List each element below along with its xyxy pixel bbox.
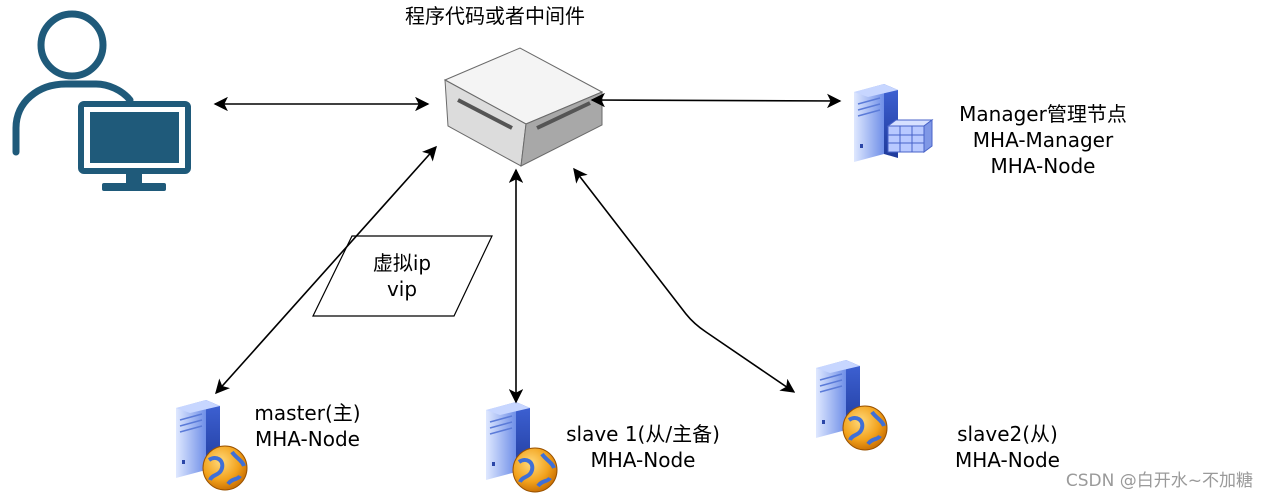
database-server-icon — [853, 83, 934, 163]
middleware-title: 程序代码或者中间件 — [405, 4, 585, 28]
slave1-label-line: slave 1(从/主备) — [566, 422, 720, 446]
slave2-label: slave2(从) MHA-Node — [940, 421, 1075, 473]
web-server-icon — [815, 359, 888, 451]
manager-label: Manager管理节点 MHA-Manager MHA-Node — [940, 101, 1146, 179]
web-server-icon — [175, 399, 248, 491]
manager-label-line: Manager管理节点 — [959, 102, 1127, 126]
watermark: CSDN @白开水~不加糖 — [1065, 471, 1253, 491]
switch-box-icon — [443, 47, 604, 167]
vip-label-line: vip — [386, 277, 418, 301]
manager-label-line: MHA-Node — [990, 154, 1096, 178]
slave1-label-line: MHA-Node — [590, 448, 696, 472]
slave2-label-line: slave2(从) — [957, 422, 1058, 446]
user-computer-icon — [12, 10, 191, 191]
middleware-to-manager-arrow — [590, 92, 842, 109]
master-label: master(主) MHA-Node — [240, 400, 375, 452]
web-server-icon — [485, 401, 558, 493]
slave2-to-middleware-arrow — [573, 167, 796, 393]
master-label-line: master(主) — [254, 401, 361, 425]
manager-label-line: MHA-Manager — [972, 128, 1114, 152]
master-label-line: MHA-Node — [255, 427, 360, 451]
slave2-label-line: MHA-Node — [955, 448, 1060, 472]
slave1-label: slave 1(从/主备) MHA-Node — [545, 421, 741, 473]
vip-label-line: 虚拟ip — [372, 251, 432, 275]
master-to-middleware-arrow — [215, 145, 437, 395]
vip-label: 虚拟ip vip — [352, 250, 452, 302]
